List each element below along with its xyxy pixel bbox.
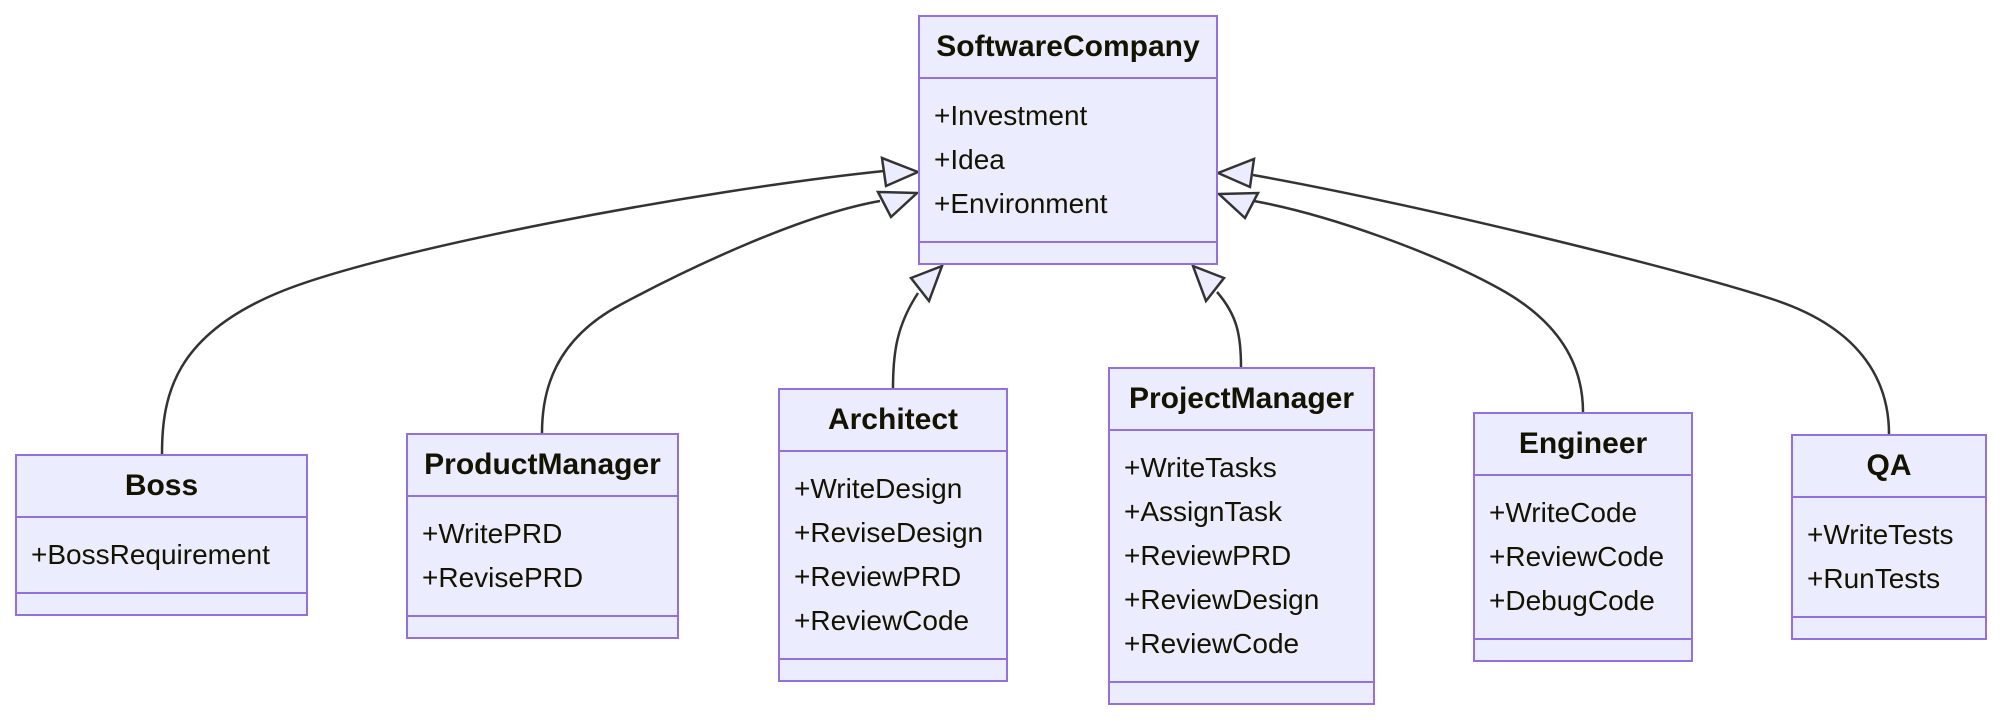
- class-title-boss: Boss: [124, 469, 199, 502]
- inheritance-arrowhead-architect: [908, 263, 945, 304]
- class-title-projectmanager: ProjectManager: [1128, 382, 1355, 415]
- edge-projectmanager-to-softwarecompany: [1216, 291, 1243, 368]
- class-attribute: +WriteTasks: [1124, 452, 1277, 483]
- class-methods-softwarecompany: [920, 241, 1216, 263]
- class-attributes-engineer: +WriteCode +ReviewCode +DebugCode: [1475, 474, 1691, 638]
- class-attribute: +RevisePRD: [422, 562, 584, 593]
- class-attribute: +ReviewPRD: [1124, 540, 1292, 571]
- class-attribute: +WriteTests: [1807, 519, 1954, 550]
- class-architect: Architect +WriteDesign +ReviseDesign +Revi…: [778, 388, 1008, 682]
- class-methods-projectmanager: [1110, 681, 1373, 703]
- class-attribute: +WritePRD: [422, 518, 563, 549]
- class-attribute: +DebugCode: [1489, 585, 1655, 616]
- class-attribute: +ReviewDesign: [1124, 584, 1320, 615]
- inheritance-arrowhead-productmanager: [875, 190, 921, 220]
- class-attribute: +Idea: [934, 144, 1005, 175]
- class-attribute: +ReviewCode: [1489, 541, 1665, 572]
- class-attributes-qa: +WriteTests +RunTests: [1793, 496, 1985, 616]
- class-methods-qa: [1793, 616, 1985, 638]
- class-softwarecompany: SoftwareCompany +Investment +Idea +Environ…: [918, 15, 1218, 265]
- inheritance-arrowhead-projectmanager: [1190, 263, 1227, 304]
- class-attribute: +RunTests: [1807, 563, 1941, 594]
- inheritance-arrowhead-engineer: [1215, 191, 1261, 221]
- class-attributes-architect: +WriteDesign +ReviseDesign +ReviewPRD +Revi…: [780, 450, 1006, 658]
- edge-architect-to-softwarecompany: [891, 292, 920, 389]
- class-methods-boss: [17, 592, 306, 614]
- class-attributes-boss: +BossRequirement: [17, 516, 306, 592]
- class-attribute: +Investment: [934, 100, 1088, 131]
- class-title-softwarecompany: SoftwareCompany: [936, 30, 1200, 63]
- class-title-architect: Architect: [827, 403, 959, 436]
- class-methods-architect: [780, 658, 1006, 680]
- class-engineer: Engineer +WriteCode +ReviewCode +DebugCode: [1473, 412, 1693, 662]
- class-attribute: +BossRequirement: [31, 539, 270, 570]
- class-attribute: +ReviewPRD: [794, 561, 962, 592]
- class-methods-productmanager: [408, 615, 677, 637]
- class-attributes-softwarecompany: +Investment +Idea +Environment: [920, 77, 1216, 241]
- class-title-engineer: Engineer: [1518, 427, 1648, 460]
- edge-productmanager-to-softwarecompany: [540, 199, 881, 434]
- class-attribute: +Environment: [934, 188, 1108, 219]
- edge-qa-to-softwarecompany: [1252, 173, 1891, 435]
- class-attributes-productmanager: +WritePRD +RevisePRD: [408, 495, 677, 615]
- class-attribute: +ReviewCode: [794, 605, 970, 636]
- edge-engineer-to-softwarecompany: [1253, 199, 1585, 413]
- class-productmanager: ProductManager +WritePRD +RevisePRD: [406, 433, 679, 639]
- class-attribute: +WriteDesign: [794, 473, 963, 504]
- class-boss: Boss +BossRequirement: [15, 454, 308, 616]
- class-title-qa: QA: [1866, 449, 1912, 482]
- class-attributes-projectmanager: +WriteTasks +AssignTask +ReviewPRD +ReviewD…: [1110, 429, 1373, 681]
- class-methods-engineer: [1475, 638, 1691, 660]
- class-attribute: +ReviseDesign: [794, 517, 984, 548]
- class-title-productmanager: ProductManager: [424, 448, 661, 481]
- edge-boss-to-softwarecompany: [160, 169, 885, 455]
- class-projectmanager: ProjectManager +WriteTasks +AssignTask +Re…: [1108, 367, 1375, 705]
- class-attribute: +WriteCode: [1489, 497, 1638, 528]
- inheritance-arrowhead-boss: [880, 156, 922, 188]
- class-attribute: +AssignTask: [1124, 496, 1282, 527]
- class-attribute: +ReviewCode: [1124, 628, 1300, 659]
- class-qa: QA +WriteTests +RunTests: [1791, 434, 1987, 640]
- inheritance-arrowhead-qa: [1214, 157, 1256, 189]
